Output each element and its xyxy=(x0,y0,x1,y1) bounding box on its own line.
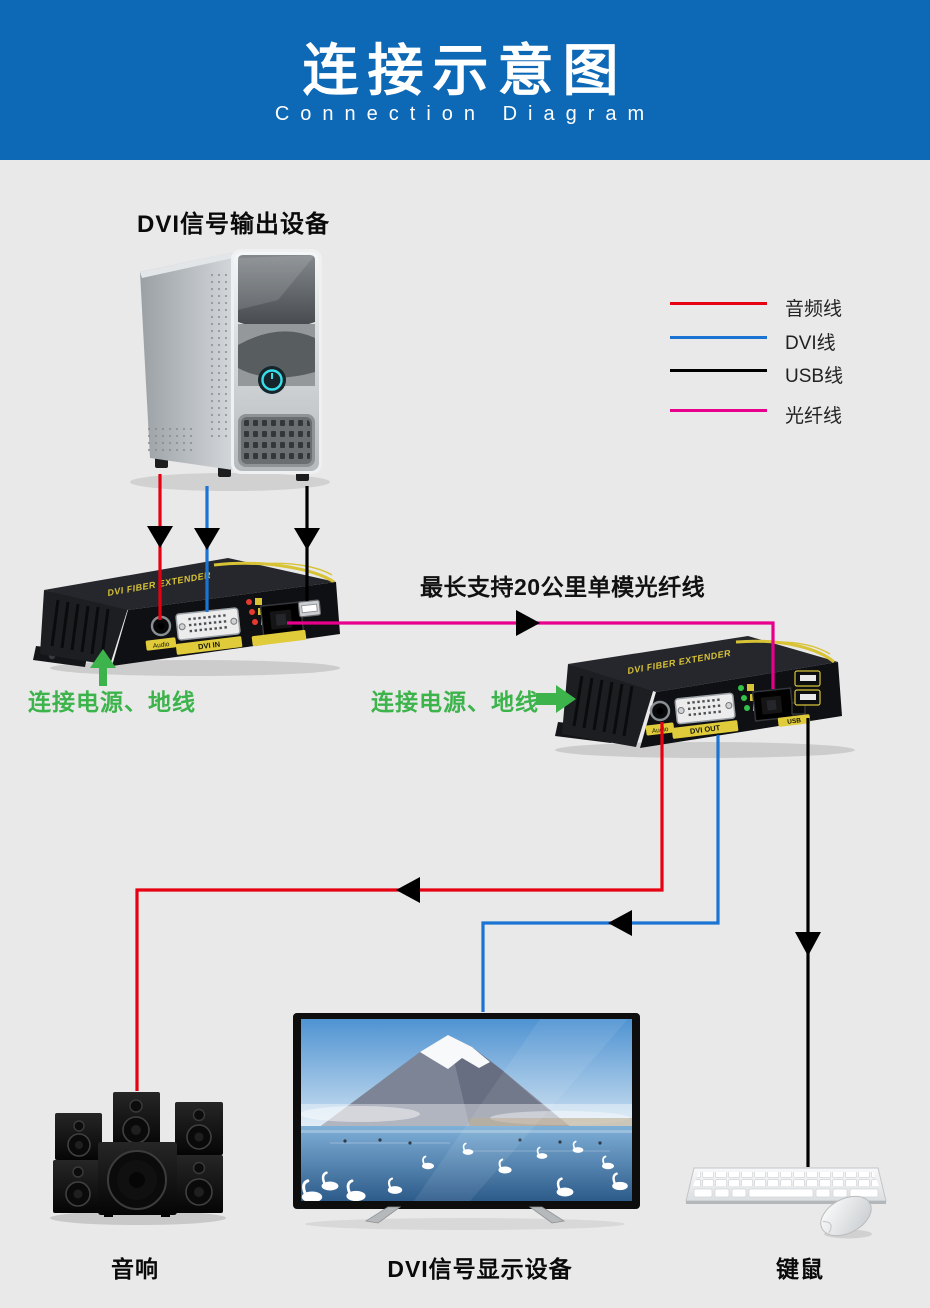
receiver-dvi-label: DVI OUT xyxy=(689,723,721,736)
transmitter-fiber-port xyxy=(259,601,305,637)
arrow-left-icon xyxy=(396,877,420,903)
transmitter-dvi-port xyxy=(175,607,241,641)
legend-row-dvi: DVI线 xyxy=(670,328,900,354)
power-up-arrow-icon xyxy=(90,649,116,686)
receiver-illustration: DVI FIBER EXTENDER Audio xyxy=(555,636,855,758)
page-title: 连接示意图 xyxy=(302,39,628,102)
arrow-down-icon xyxy=(294,528,320,550)
receiver-fiber-port xyxy=(751,687,795,722)
arrow-down-icon xyxy=(795,932,821,956)
legend-row-fiber: 光纤线 xyxy=(670,401,900,427)
receiver-usb-a-ports xyxy=(794,670,821,706)
legend-label-usb: USB线 xyxy=(785,366,844,387)
dvi-cable-rx-to-display xyxy=(481,735,720,1012)
speakers-illustration xyxy=(50,1092,226,1225)
dvi-line-swatch xyxy=(670,336,767,339)
transmitter-usb-port xyxy=(297,599,322,618)
arrow-down-icon xyxy=(194,528,220,550)
page-subtitle: Connection Diagram xyxy=(274,103,656,125)
mouse-illustration xyxy=(820,1195,872,1239)
svg-text:Audio: Audio xyxy=(652,726,670,735)
legend-label-fiber: 光纤线 xyxy=(785,406,843,427)
receiver-usb-label: USB xyxy=(787,717,802,726)
display-device-label: DVI信号显示设备 xyxy=(387,1256,573,1282)
legend-label-audio: 音频线 xyxy=(785,299,843,320)
fiber-length-note: 最长支持20公里单模光纤线 xyxy=(420,574,706,600)
tower-illustration xyxy=(130,249,330,491)
power-note-left: 连接电源、地线 xyxy=(28,689,196,715)
fiber-line-swatch xyxy=(670,409,767,412)
legend-row-usb: USB线 xyxy=(670,361,900,387)
power-annotation-arrows xyxy=(90,649,576,713)
tv-stand xyxy=(364,1206,566,1224)
speakers-label: 音响 xyxy=(111,1256,159,1282)
svg-text:Audio: Audio xyxy=(153,641,171,650)
keyboard-mouse-label: 键鼠 xyxy=(776,1256,824,1282)
legend-row-audio: 音频线 xyxy=(670,294,900,320)
transmitter-audio-jack: Audio xyxy=(145,615,177,651)
keyboard-illustration xyxy=(685,1167,887,1204)
receiver-dvi-port xyxy=(674,692,736,725)
receiver-audio-jack: Audio xyxy=(645,700,675,736)
tv-illustration xyxy=(293,1013,640,1230)
arrow-right-icon xyxy=(516,610,540,636)
audio-line-swatch xyxy=(670,302,767,305)
power-note-right: 连接电源、地线 xyxy=(371,689,539,715)
header-banner xyxy=(0,0,930,160)
arrow-left-icon xyxy=(608,910,632,936)
power-right-arrow-icon xyxy=(536,685,576,713)
cable-arrowheads xyxy=(147,526,821,956)
transmitter-illustration: DVI FIBER EXTENDER Audio xyxy=(33,558,340,676)
usb-line-swatch xyxy=(670,369,767,372)
transmitter-dvi-label: DVI IN xyxy=(198,640,221,652)
tv-screen xyxy=(301,1019,632,1201)
fiber-cable-tx-to-rx xyxy=(287,621,775,689)
legend-label-dvi: DVI线 xyxy=(785,333,836,354)
arrow-down-icon xyxy=(147,526,173,548)
power-button-icon xyxy=(258,366,286,394)
source-device-label: DVI信号输出设备 xyxy=(137,211,331,238)
